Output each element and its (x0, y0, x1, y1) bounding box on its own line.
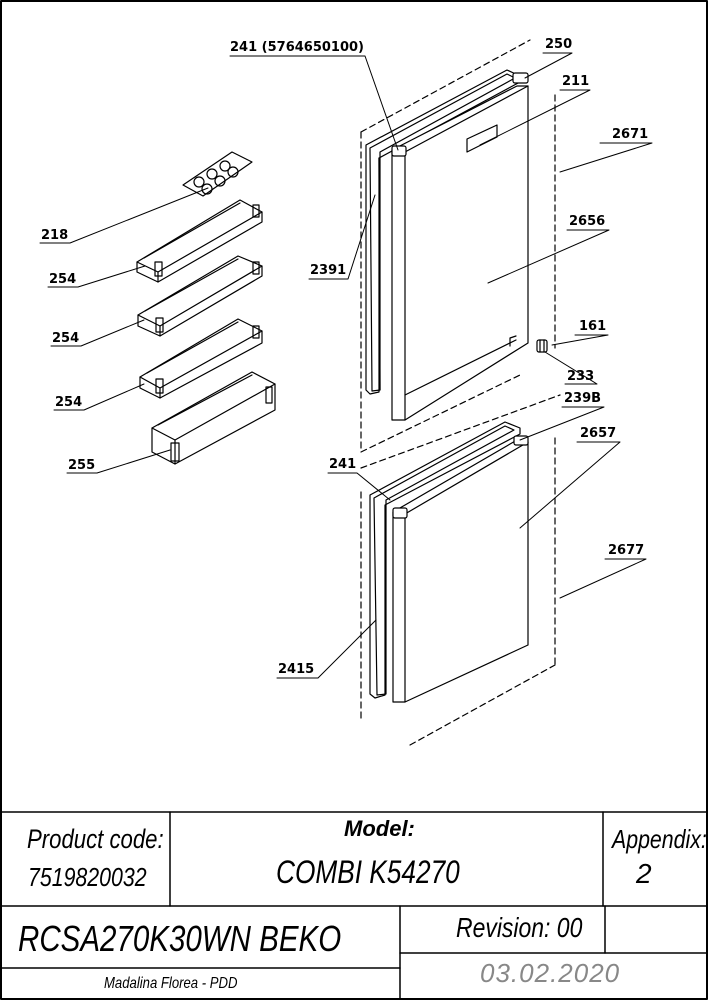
lower-envelope-bottom (409, 664, 556, 746)
appendix-value: 2 (636, 858, 652, 889)
label-2671: 2671 (612, 127, 648, 142)
upper-door-panel (391, 85, 529, 421)
lower-envelope-top (360, 394, 561, 469)
product-code-label: Product code: (27, 824, 164, 854)
label-255: 255 (68, 458, 95, 473)
label-241-top: 241 (5764650100) (230, 40, 364, 55)
lower-door-assembly (360, 394, 561, 746)
title-block-grid (0, 811, 708, 1000)
door-shelf-1 (136, 199, 263, 283)
label-2415: 2415 (278, 662, 314, 677)
part-name: RCSA270K30WN BEKO (18, 918, 342, 959)
model-label: Model: (344, 816, 415, 841)
label-2391: 2391 (310, 263, 346, 278)
label-2677: 2677 (608, 543, 644, 558)
revision: Revision: 00 (456, 912, 583, 943)
door-shelf-2 (137, 255, 263, 337)
label-2657: 2657 (580, 426, 616, 441)
upper-envelope-top (360, 39, 531, 133)
label-241-mid: 241 (329, 457, 356, 472)
label-250: 250 (545, 37, 572, 52)
label-254-c: 254 (55, 395, 82, 410)
label-239b: 239B (564, 391, 601, 406)
callout-labels: 241 (5764650100) 250 211 2671 2656 2391 … (41, 37, 648, 677)
lower-door-panel (392, 439, 529, 703)
label-254-a: 254 (49, 272, 76, 287)
lower-hinge-pin (536, 339, 548, 353)
leader-lines (39, 52, 653, 679)
upper-gasket (365, 69, 521, 395)
appendix-label: Appendix: (612, 824, 707, 854)
upper-envelope-bottom (360, 374, 521, 453)
date: 03.02.2020 (480, 958, 621, 988)
label-161: 161 (579, 319, 606, 334)
author: Madalina Florea - PDD (104, 975, 238, 992)
upper-hinge (391, 72, 529, 157)
product-code-value: 7519820032 (28, 862, 147, 892)
upper-door-assembly (360, 39, 556, 453)
door-shelf-3 (139, 318, 263, 399)
label-2656: 2656 (569, 214, 605, 229)
label-218: 218 (41, 228, 68, 243)
label-254-b: 254 (52, 331, 79, 346)
lower-door-hinge (392, 507, 408, 519)
lower-gasket (369, 421, 521, 699)
egg-tray (182, 151, 253, 197)
bottle-shelf (151, 371, 276, 465)
label-233: 233 (567, 369, 594, 384)
model-value: COMBI K54270 (276, 854, 460, 890)
label-211: 211 (562, 74, 589, 89)
